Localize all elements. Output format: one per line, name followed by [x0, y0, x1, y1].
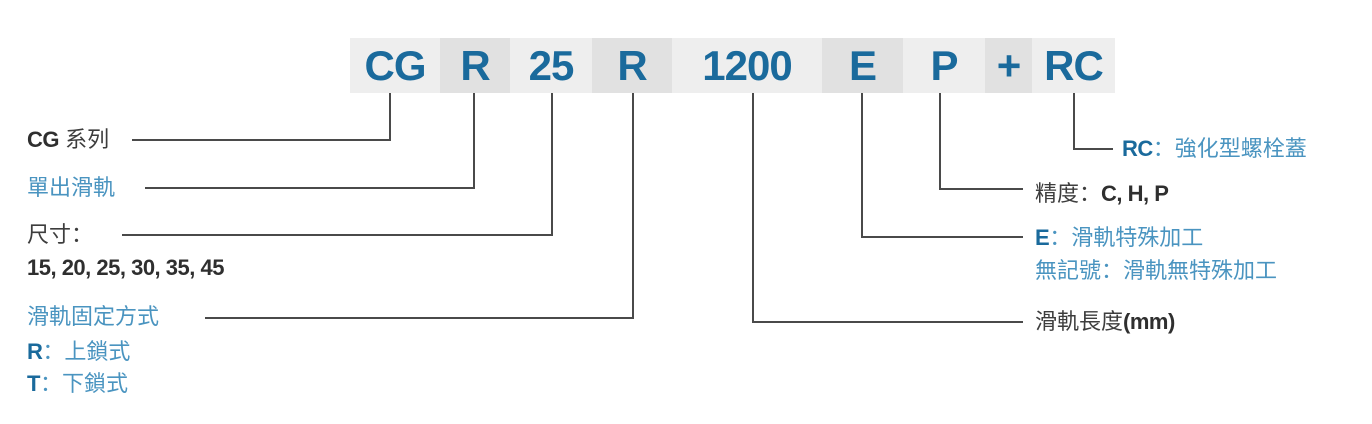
callout-rail-length-text: 滑軌長度: [1035, 309, 1124, 334]
callout-single-rail-text: 單出滑軌: [27, 175, 116, 200]
callout-special-e-text: ：滑軌特殊加工: [1049, 225, 1204, 250]
callout-rc-cover: RC：強化型螺栓蓋: [1122, 137, 1307, 161]
code-segment-plus: +: [985, 38, 1032, 93]
callout-special-e: E：滑軌特殊加工: [1035, 226, 1203, 250]
callout-precision: 精度：C, H, P: [1035, 181, 1169, 206]
code-segment-e: E: [822, 38, 903, 93]
callout-rail-length: 滑軌長度(mm): [1035, 310, 1175, 334]
callout-line-precision: [939, 93, 1023, 190]
callout-cg-series-text: 系列: [59, 127, 110, 152]
code-segment-cg: CG: [350, 38, 440, 93]
code-segment-r1: R: [440, 38, 510, 93]
callout-special-none: 無記號：滑軌無特殊加工: [1035, 259, 1277, 283]
callout-fixing-r-text: ：上鎖式: [42, 339, 131, 364]
callout-rc-cover-code: RC: [1122, 136, 1153, 161]
callout-fixing-t-text: ：下鎖式: [39, 371, 128, 396]
callout-single-rail: 單出滑軌: [27, 176, 115, 200]
callout-rail-fixing: 滑軌固定方式: [27, 305, 159, 329]
callout-special-none-text: 無記號：滑軌無特殊加工: [1035, 258, 1278, 283]
code-segment-p: P: [903, 38, 985, 93]
callout-fixing-r-code: R: [27, 339, 43, 364]
callout-line-rail-length: [752, 93, 1023, 323]
callout-rail-fixing-text: 滑軌固定方式: [27, 304, 160, 329]
callout-line-single-rail: [145, 93, 475, 189]
callout-size-label: 尺寸：: [27, 223, 93, 247]
callout-line-rc-cover: [1073, 93, 1113, 150]
callout-cg-series-code: CG: [27, 127, 60, 152]
callout-precision-grades: C, H, P: [1101, 181, 1169, 206]
callout-fixing-t-code: T: [27, 371, 40, 396]
callout-line-rail-fixing: [205, 93, 634, 319]
code-segment-r2: R: [592, 38, 672, 93]
callout-size-label-text: 尺寸：: [27, 222, 94, 247]
callout-line-cg-series: [132, 93, 391, 141]
code-segment-size: 25: [510, 38, 592, 93]
callout-line-special-e: [861, 93, 1023, 238]
callout-line-size: [122, 93, 553, 236]
code-segment-rc: RC: [1032, 38, 1115, 93]
callout-fixing-t: T：下鎖式: [27, 372, 128, 396]
callout-size-values-text: 15, 20, 25, 30, 35, 45: [27, 255, 224, 280]
callout-size-values: 15, 20, 25, 30, 35, 45: [27, 256, 224, 280]
callout-rc-cover-text: ：強化型螺栓蓋: [1152, 136, 1307, 161]
callout-precision-text: 精度：: [1035, 181, 1102, 206]
callout-special-e-code: E: [1035, 225, 1050, 250]
callout-rail-length-unit: (mm): [1123, 309, 1175, 334]
callout-cg-series: CG 系列: [27, 128, 109, 152]
code-segment-length: 1200: [672, 38, 822, 93]
callout-fixing-r: R：上鎖式: [27, 340, 130, 364]
